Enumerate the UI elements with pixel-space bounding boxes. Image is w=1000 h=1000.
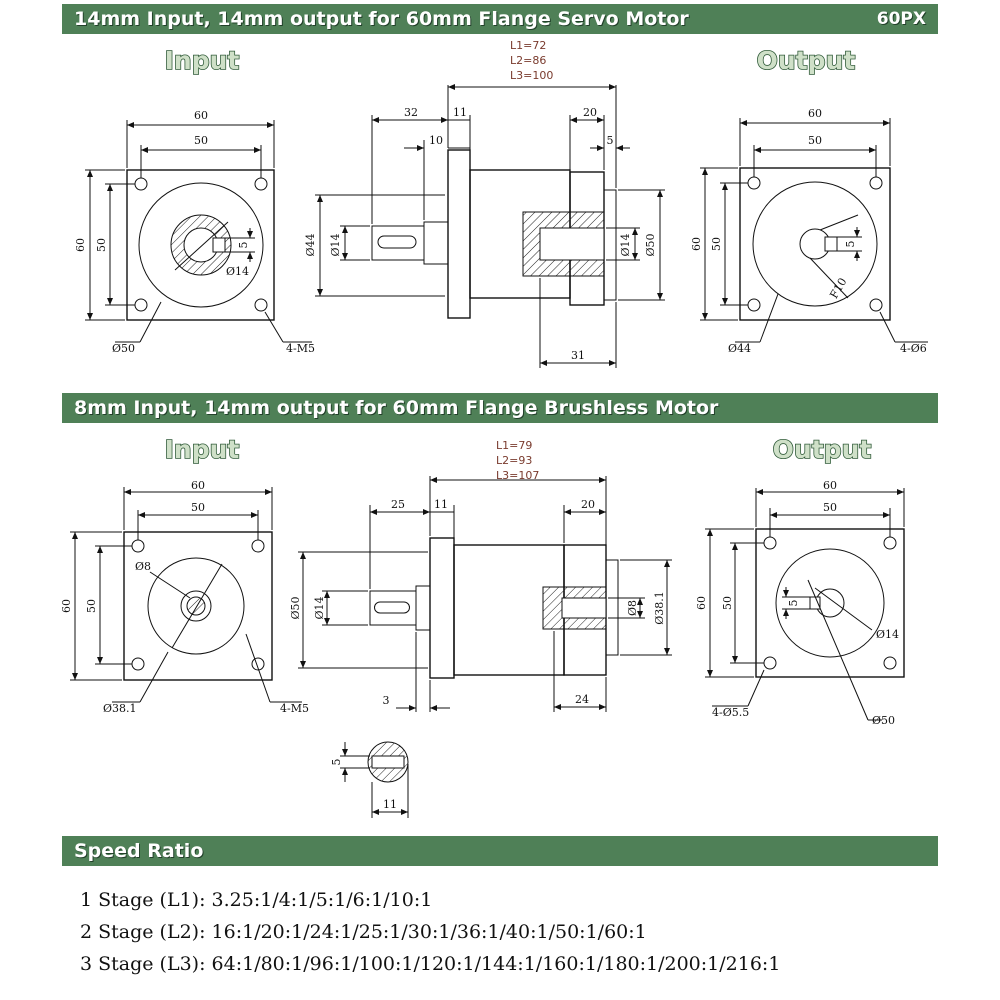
s2-in-h60: 60 (60, 599, 73, 613)
s2-side-24: 24 (575, 693, 589, 706)
s2-in-h50: 50 (85, 599, 98, 613)
s2-detail-key5: 5 (330, 759, 343, 766)
s1-side-view (315, 84, 665, 368)
s1-out-h50: 50 (710, 237, 723, 251)
s1-out-h60: 60 (690, 237, 703, 251)
s2-side-phi14: Ø14 (313, 596, 326, 619)
s1-in-key5: 5 (237, 242, 250, 249)
s1-output-face: Output (700, 45, 928, 343)
s2-out-w60: 60 (823, 479, 837, 492)
s2-side-phi381: Ø38.1 (653, 591, 666, 625)
s2-side-3: 3 (383, 694, 390, 707)
s1-in-h60: 60 (74, 238, 87, 252)
ratio-line-stage3: 3 Stage (L3): 64:1/80:1/96:1/100:1/120:1… (80, 953, 781, 975)
s2-out-holes: 4-Ø5.5 (712, 706, 749, 719)
s1-out-w60: 60 (808, 107, 822, 120)
s1-side-phi50: Ø50 (644, 233, 657, 256)
s2-out-key5: 5 (787, 600, 800, 607)
s1-in-bore: Ø14 (226, 265, 249, 278)
s1-in-pcd: Ø50 (112, 342, 135, 355)
s1-side-10: 10 (429, 134, 443, 147)
s1-input-label: Input (165, 46, 240, 75)
s1-out-key5: 5 (844, 241, 857, 248)
s2-out-w50: 50 (823, 501, 837, 514)
s2-l2: L2=93 (496, 454, 532, 467)
s1-l2: L2=86 (510, 54, 546, 67)
section2-banner: 8mm Input, 14mm output for 60mm Flange B… (62, 393, 938, 423)
s1-in-w50: 50 (194, 134, 208, 147)
s2-detail-11: 11 (383, 798, 397, 811)
s1-out-holes: 4-Ø6 (900, 342, 927, 355)
s1-side-phi14a: Ø14 (329, 233, 342, 256)
speed-ratio-title: Speed Ratio (74, 840, 204, 862)
s1-side-phi14b: Ø14 (619, 233, 632, 256)
s2-side-11: 11 (434, 498, 448, 511)
s1-side-20: 20 (583, 106, 597, 119)
frame-size-badge: 60PX (876, 9, 926, 29)
s1-in-holes: 4-M5 (286, 342, 315, 355)
s1-side-31: 31 (571, 349, 585, 362)
s1-in-w60: 60 (194, 109, 208, 122)
s2-l1: L1=79 (496, 439, 532, 452)
s2-out-bore: Ø14 (876, 628, 899, 641)
speed-ratio-banner: Speed Ratio (62, 836, 938, 866)
s2-in-w50: 50 (191, 501, 205, 514)
s2-side-phi8: Ø8 (626, 600, 639, 616)
s2-side-25: 25 (391, 498, 405, 511)
s2-input-label: Input (165, 435, 240, 464)
section1-banner: 14mm Input, 14mm output for 60mm Flange … (62, 4, 938, 34)
s1-side-11: 11 (453, 106, 467, 119)
ratio-line-stage1: 1 Stage (L1): 3.25:1/4:1/5:1/6:1/10:1 (80, 889, 433, 911)
s1-out-pilot: Ø44 (728, 342, 751, 355)
s1-output-label: Output (757, 46, 856, 75)
s2-in-w60: 60 (191, 479, 205, 492)
s2-key-detail (340, 741, 409, 818)
s1-input-face: Input (85, 45, 312, 343)
s1-side-phi44: Ø44 (304, 233, 317, 256)
s2-in-pcd: Ø38.1 (103, 702, 137, 715)
ratio-line-stage2: 2 Stage (L2): 16:1/20:1/24:1/25:1/30:1/3… (80, 921, 647, 943)
section1-title: 14mm Input, 14mm output for 60mm Flange … (74, 8, 689, 30)
s2-out-h60: 60 (695, 596, 708, 610)
s1-l1: L1=72 (510, 39, 546, 52)
s2-in-holes: 4-M5 (280, 702, 309, 715)
s2-in-bore: Ø8 (135, 560, 151, 573)
s2-side-phi50: Ø50 (289, 596, 302, 619)
s2-out-pcd: Ø50 (872, 714, 895, 727)
s2-output-face: Output (705, 434, 905, 721)
s2-out-h50: 50 (721, 596, 734, 610)
s1-side-32: 32 (404, 106, 418, 119)
s1-out-w50: 50 (808, 134, 822, 147)
s2-output-label: Output (773, 435, 872, 464)
s1-in-h50: 50 (95, 238, 108, 252)
s1-side-5: 5 (607, 134, 614, 147)
section2-title: 8mm Input, 14mm output for 60mm Flange B… (74, 397, 719, 419)
s2-input-face: Input (70, 434, 302, 703)
s1-l3: L3=100 (510, 69, 553, 82)
s2-l3: L3=107 (496, 469, 539, 482)
s2-side-view (298, 476, 672, 712)
s2-side-20: 20 (581, 498, 595, 511)
